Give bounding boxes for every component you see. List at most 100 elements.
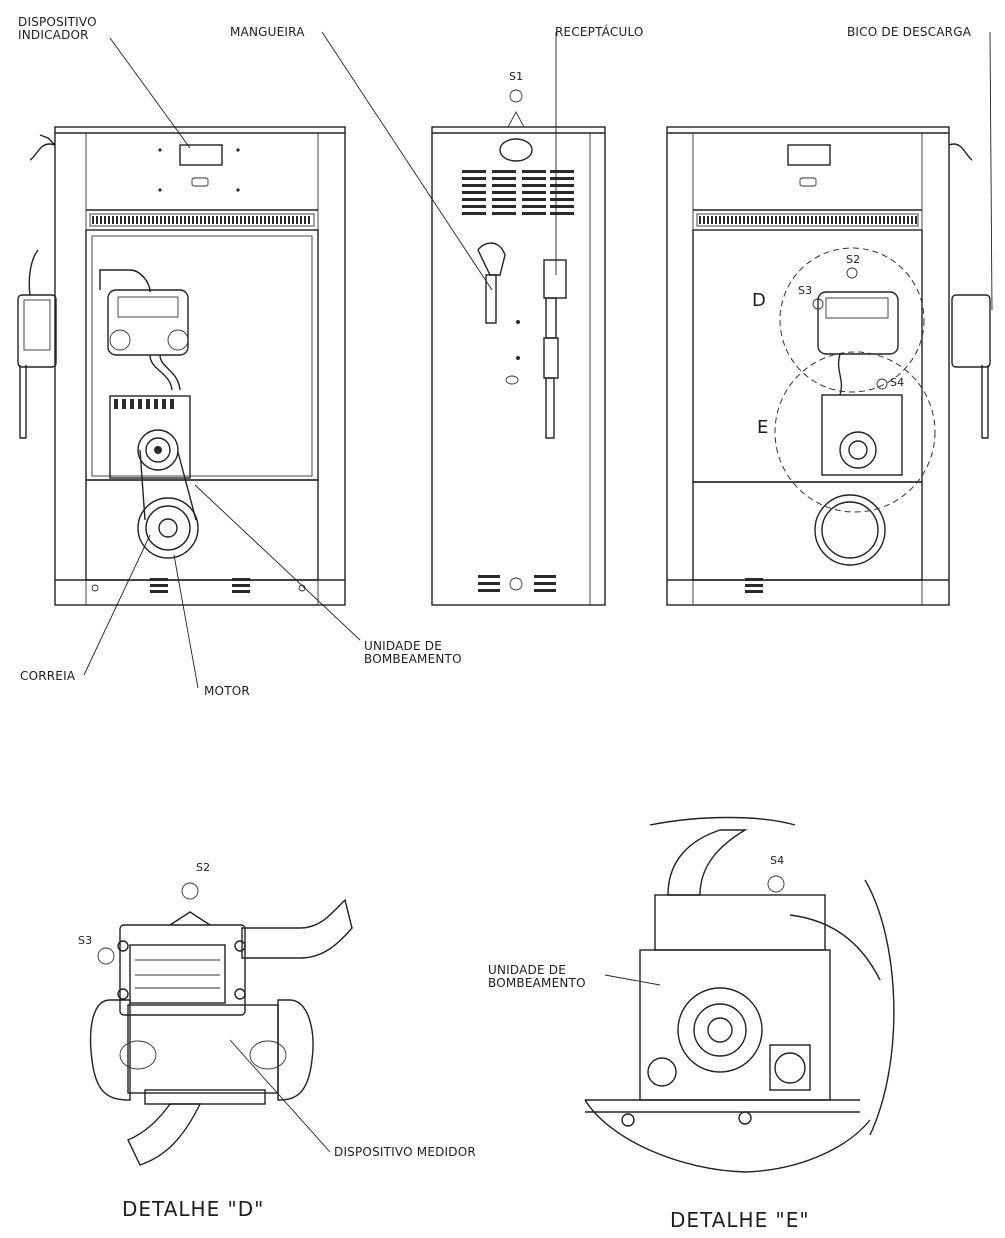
vent-slot <box>276 216 278 224</box>
vent-slot <box>803 216 805 224</box>
marker-detail-e: E <box>757 417 769 438</box>
motor <box>137 497 199 559</box>
vent-slot <box>236 216 238 224</box>
vent-slot <box>719 216 721 224</box>
vent-slot <box>188 216 190 224</box>
vent-slot <box>212 216 214 224</box>
vent-slot <box>252 216 254 224</box>
vent-slot <box>763 216 765 224</box>
vent-slot <box>308 216 310 224</box>
vent-slot <box>288 216 290 224</box>
vent-slot <box>703 216 705 224</box>
vent-slot <box>128 216 130 224</box>
vent-slot <box>292 216 294 224</box>
vent-slot <box>272 216 274 224</box>
label-nozzle: BICO DE DESCARGA <box>847 25 972 39</box>
vent-slot <box>200 216 202 224</box>
vent-strip <box>89 213 315 227</box>
vent-slot <box>779 216 781 224</box>
detail-e-drawing <box>584 816 895 1173</box>
vent-slot <box>859 216 861 224</box>
vent-slot <box>911 216 913 224</box>
meter-body <box>107 289 189 356</box>
title-detail-d: DETALHE "D" <box>122 1197 265 1221</box>
vent-slot <box>124 216 126 224</box>
vent-slot <box>180 216 182 224</box>
vent-slot <box>787 216 789 224</box>
vent-slot <box>304 216 306 224</box>
vent-slot <box>184 216 186 224</box>
seal-s3-label: S3 <box>798 284 813 297</box>
label-pump-unit-line2: BOMBEAMENTO <box>364 652 462 666</box>
vent-slot <box>296 216 298 224</box>
vent-slot <box>811 216 813 224</box>
leader-lines-top <box>83 31 993 689</box>
vent-slot <box>751 216 753 224</box>
label-indicator: DISPOSITIVO INDICADOR <box>18 16 97 42</box>
vent-slot <box>887 216 889 224</box>
vent-slot <box>799 216 801 224</box>
vent-slot <box>96 216 98 224</box>
vent-slot <box>224 216 226 224</box>
vent-slot <box>300 216 302 224</box>
vent-slot <box>875 216 877 224</box>
vent-slot <box>192 216 194 224</box>
pump-pulley <box>137 429 179 471</box>
vent-slot <box>915 216 917 224</box>
vent-slot <box>863 216 865 224</box>
vent-slot <box>216 216 218 224</box>
hose-connector <box>477 242 506 276</box>
detail-d-drawing <box>89 882 353 1166</box>
label-hose: MANGUEIRA <box>230 25 305 39</box>
detail-s3-label: S3 <box>78 934 93 947</box>
vent-slot <box>895 216 897 224</box>
vent-slot <box>144 216 146 224</box>
vent-slot <box>823 216 825 224</box>
label-pump-unit-line1: UNIDADE DE <box>364 639 442 653</box>
nozzle-holster <box>17 294 57 368</box>
vent-slot <box>140 216 142 224</box>
label-indicator-line1: DISPOSITIVO <box>18 15 97 29</box>
label-motor: MOTOR <box>204 684 250 698</box>
vent-slot <box>747 216 749 224</box>
vent-slot <box>735 216 737 224</box>
vent-slot <box>899 216 901 224</box>
vent-slot <box>268 216 270 224</box>
vent-slot <box>891 216 893 224</box>
front-view-left <box>17 126 346 606</box>
label-belt: CORREIA <box>20 669 76 683</box>
vent-slot <box>256 216 258 224</box>
vent-slot <box>228 216 230 224</box>
vent-slot <box>172 216 174 224</box>
vent-slot <box>839 216 841 224</box>
vent-slot <box>132 216 134 224</box>
vent-slot <box>871 216 873 224</box>
vent-slot <box>855 216 857 224</box>
label-pump-unit: UNIDADE DE BOMBEAMENTO <box>364 640 462 666</box>
vent-slot <box>92 216 94 224</box>
vent-slot <box>743 216 745 224</box>
detail-seal-s2 <box>181 882 199 900</box>
vent-slot <box>196 216 198 224</box>
label-pump-unit-detail: UNIDADE DE BOMBEAMENTO <box>488 964 586 990</box>
vent-slot <box>711 216 713 224</box>
vent-slot <box>280 216 282 224</box>
label-pump-unit-detail-line1: UNIDADE DE <box>488 963 566 977</box>
label-pump-unit-detail-line2: BOMBEAMENTO <box>488 976 586 990</box>
seal-s4-marker <box>876 378 888 390</box>
seal-s1-label: S1 <box>509 70 524 83</box>
vent-slot <box>204 216 206 224</box>
seal-s3-marker <box>812 298 824 310</box>
vent-slot <box>795 216 797 224</box>
vent-slot <box>903 216 905 224</box>
vent-slot <box>208 216 210 224</box>
vent-slot <box>100 216 102 224</box>
vent-slot <box>152 216 154 224</box>
vent-slot <box>847 216 849 224</box>
vent-slot <box>759 216 761 224</box>
detail-s2-label: S2 <box>196 861 211 874</box>
side-view-middle <box>431 89 606 606</box>
vent-slot <box>240 216 242 224</box>
seal-s2-marker <box>846 267 858 279</box>
vent-slot <box>879 216 881 224</box>
